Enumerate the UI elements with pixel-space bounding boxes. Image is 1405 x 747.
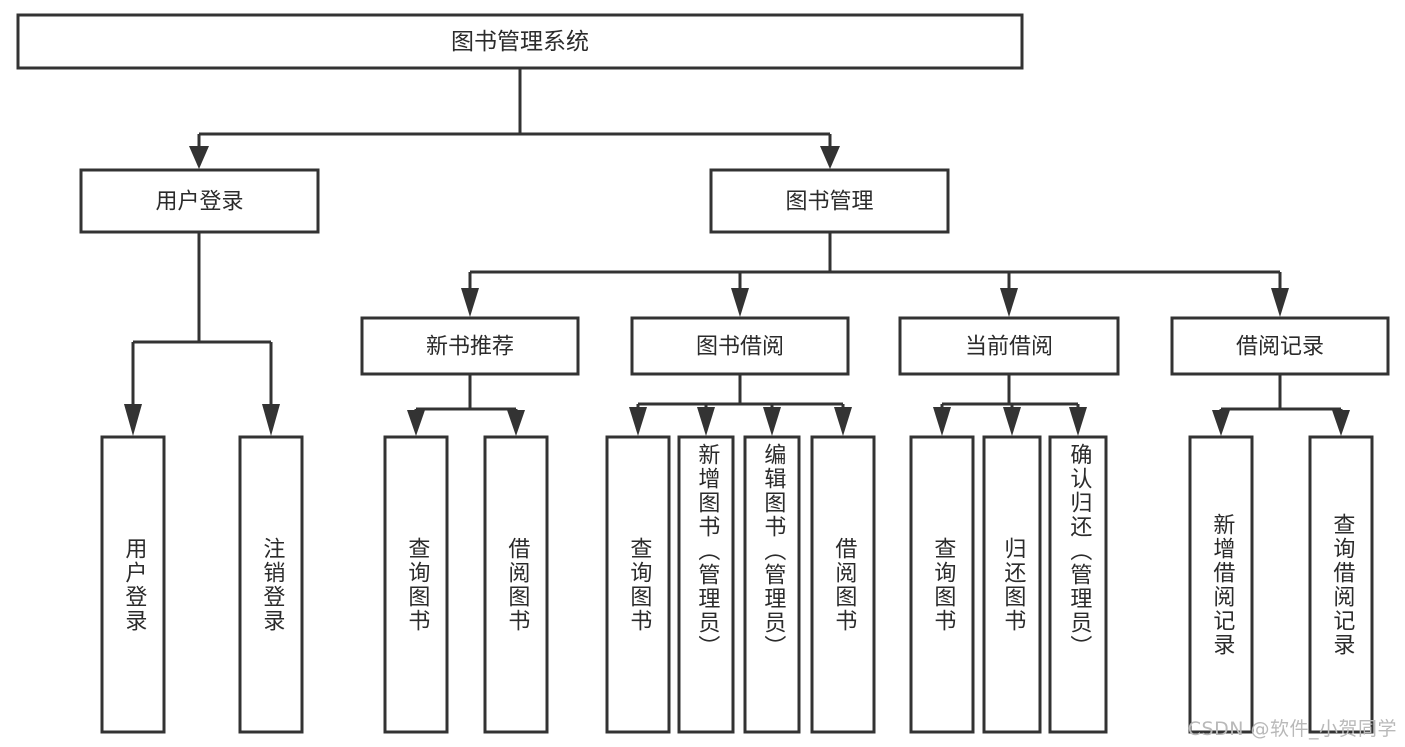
arrowhead-leaf-query-book-3: [933, 407, 951, 436]
node-current-borrow-box[interactable]: [898, 316, 1120, 376]
arrowhead-new-book-rec: [461, 288, 479, 317]
node-book-borrow-box[interactable]: [630, 316, 850, 376]
arrowhead-leaf-query-record: [1332, 410, 1350, 436]
arrowhead-borrow-record: [1271, 288, 1289, 317]
arrowhead-leaf-confirm-return: [1069, 407, 1087, 436]
node-current-borrow[interactable]: 当前借阅: [898, 316, 1120, 376]
node-leaf-borrow-book-2-box[interactable]: [810, 435, 876, 734]
node-borrow-record[interactable]: 借阅记录: [1170, 316, 1390, 376]
arrowhead-leaf-edit-book: [763, 407, 781, 436]
node-book-borrow[interactable]: 图书借阅: [630, 316, 850, 376]
node-leaf-query-book-1-box[interactable]: [383, 435, 449, 734]
node-new-book-rec-box[interactable]: [360, 316, 580, 376]
node-user-login[interactable]: 用户登录: [79, 168, 320, 234]
node-leaf-borrow-book-1-box[interactable]: [483, 435, 549, 734]
arrowhead-leaf-add-record: [1212, 410, 1230, 436]
arrowhead-book-manage: [820, 146, 840, 169]
node-user-login-box[interactable]: [79, 168, 320, 234]
node-leaf-add-record-box[interactable]: [1188, 435, 1254, 734]
arrowhead-leaf-query-book-2: [629, 407, 647, 436]
arrowhead-user-login: [189, 146, 209, 169]
node-book-borrow-label: 图书借阅: [696, 335, 784, 360]
node-leaf-query-book-2-box[interactable]: [605, 435, 671, 734]
node-user-login-label: 用户登录: [155, 190, 243, 215]
node-root-box[interactable]: [16, 13, 1024, 70]
node-leaf-query-book-3-box[interactable]: [909, 435, 975, 734]
node-leaf-confirm-return-box[interactable]: [1048, 435, 1108, 734]
node-new-book-rec[interactable]: 新书推荐: [360, 316, 580, 376]
node-leaf-add-book-box[interactable]: [677, 435, 735, 734]
node-root[interactable]: 图书管理系统: [16, 13, 1024, 70]
arrowhead-leaf-borrow-book-2: [834, 407, 852, 436]
arrowhead-leaf-add-book: [697, 407, 715, 436]
arrowhead-book-borrow: [731, 288, 749, 317]
node-new-book-rec-label: 新书推荐: [426, 335, 514, 360]
arrowhead-leaf-user-login: [124, 404, 142, 436]
arrowhead-current-borrow: [1000, 288, 1018, 317]
node-borrow-record-box[interactable]: [1170, 316, 1390, 376]
node-book-manage-box[interactable]: [709, 168, 950, 234]
arrowhead-leaf-logout: [262, 404, 280, 436]
arrowhead-leaf-return-book: [1003, 407, 1021, 436]
node-leaf-user-login-box[interactable]: [100, 435, 166, 734]
arrowhead-leaf-borrow-book-1: [507, 410, 525, 436]
node-borrow-record-label: 借阅记录: [1236, 335, 1324, 360]
node-book-manage[interactable]: 图书管理: [709, 168, 950, 234]
arrowhead-leaf-query-book-1: [407, 410, 425, 436]
node-root-label: 图书管理系统: [451, 29, 589, 55]
node-leaf-query-record-box[interactable]: [1308, 435, 1374, 734]
node-leaf-edit-book-box[interactable]: [743, 435, 801, 734]
node-leaf-return-book-box[interactable]: [982, 435, 1042, 734]
node-book-manage-label: 图书管理: [785, 190, 873, 215]
node-current-borrow-label: 当前借阅: [965, 335, 1053, 360]
connector-layer: [124, 68, 1350, 436]
node-leaf-logout-box[interactable]: [238, 435, 304, 734]
watermark-text: CSDN @软件_小贺同学: [1187, 718, 1397, 740]
node-layer: 图书管理系统 用户登录 图书管理 新书推荐 图书借阅: [16, 13, 1390, 734]
